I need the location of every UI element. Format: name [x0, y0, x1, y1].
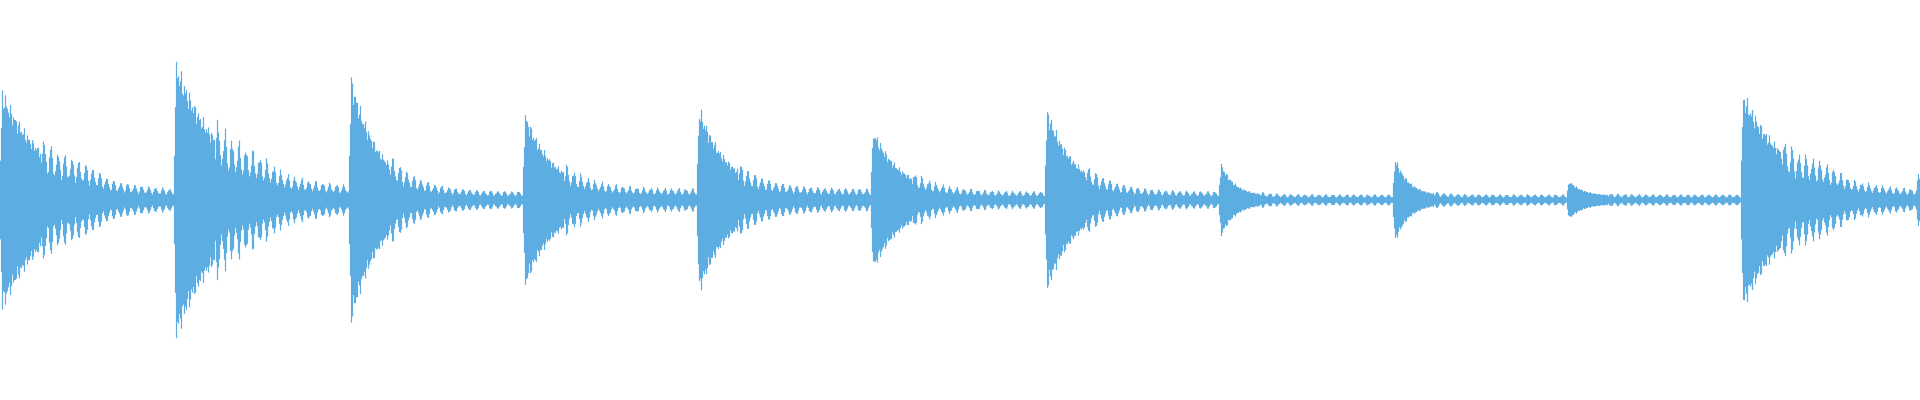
waveform-bars: [0, 61, 1920, 339]
